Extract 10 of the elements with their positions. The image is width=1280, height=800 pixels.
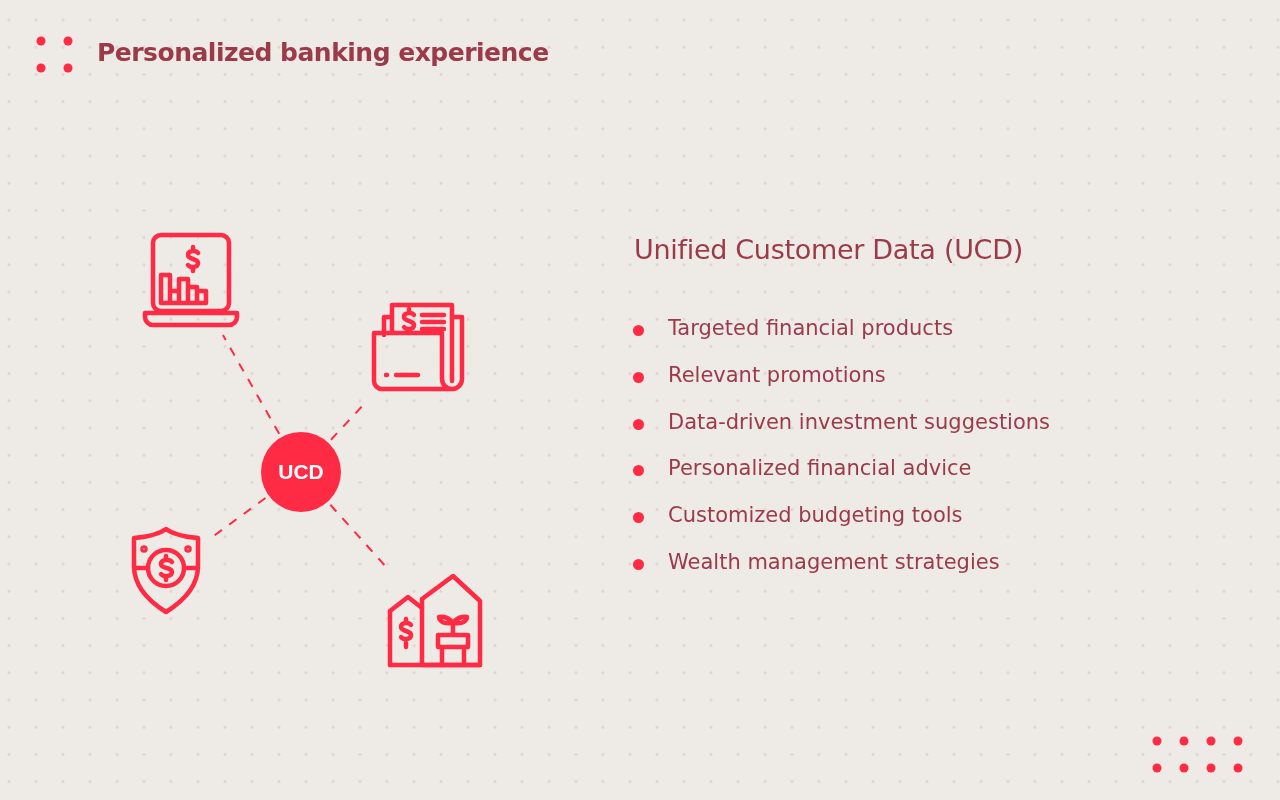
list-item: Customized budgeting tools [668,503,963,528]
section-heading: Unified Customer Data (UCD) [634,234,1023,265]
list-item: Personalized financial advice [668,456,972,481]
connector-line [221,334,281,435]
title: Personalized banking experience [97,38,549,67]
list-item: Wealth management strategies [668,550,1000,574]
list-item: Relevant promotions [668,362,886,387]
connector-line [329,503,386,566]
list-item: Targeted financial products [668,316,954,340]
list-item: Data-driven investment suggestions [668,409,1051,434]
